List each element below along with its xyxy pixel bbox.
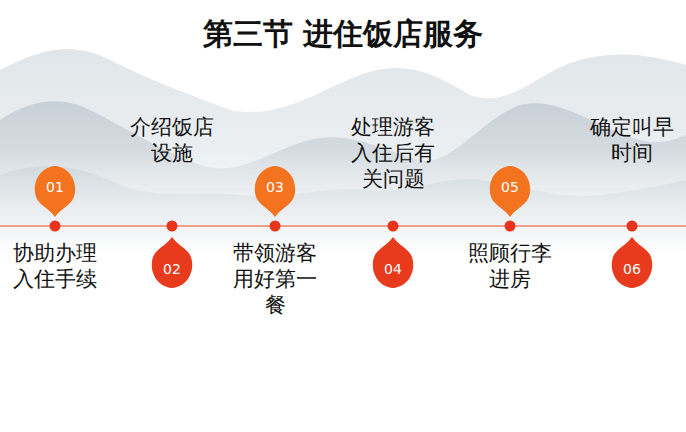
step-description: 协助办理入住手续 xyxy=(12,240,98,292)
slide-title: 第三节 进住饭店服务 xyxy=(0,14,686,55)
step-number: 05 xyxy=(487,179,533,195)
step-description: 确定叫早时间 xyxy=(589,114,675,166)
teardrop-marker: 05 xyxy=(487,165,533,217)
teardrop-marker: 04 xyxy=(370,237,416,289)
step-description: 介绍饭店设施 xyxy=(129,114,215,166)
step-number: 04 xyxy=(370,261,416,277)
timeline-axis xyxy=(0,225,686,226)
step-number: 01 xyxy=(32,179,78,195)
timeline-dot xyxy=(167,221,178,232)
step-number: 06 xyxy=(609,261,655,277)
teardrop-marker: 06 xyxy=(609,237,655,289)
timeline-dot xyxy=(50,221,61,232)
timeline-dot xyxy=(388,221,399,232)
timeline-dot xyxy=(627,221,638,232)
teardrop-marker: 01 xyxy=(32,165,78,217)
timeline-dot xyxy=(505,221,516,232)
timeline-dot xyxy=(270,221,281,232)
step-description: 照顾行李进房 xyxy=(467,240,553,292)
fade-overlay xyxy=(0,150,686,260)
step-number: 02 xyxy=(149,261,195,277)
step-description: 处理游客入住后有关问题 xyxy=(350,114,436,192)
step-description: 带领游客用好第一餐 xyxy=(232,240,318,318)
step-number: 03 xyxy=(252,179,298,195)
teardrop-marker: 02 xyxy=(149,237,195,289)
teardrop-marker: 03 xyxy=(252,165,298,217)
